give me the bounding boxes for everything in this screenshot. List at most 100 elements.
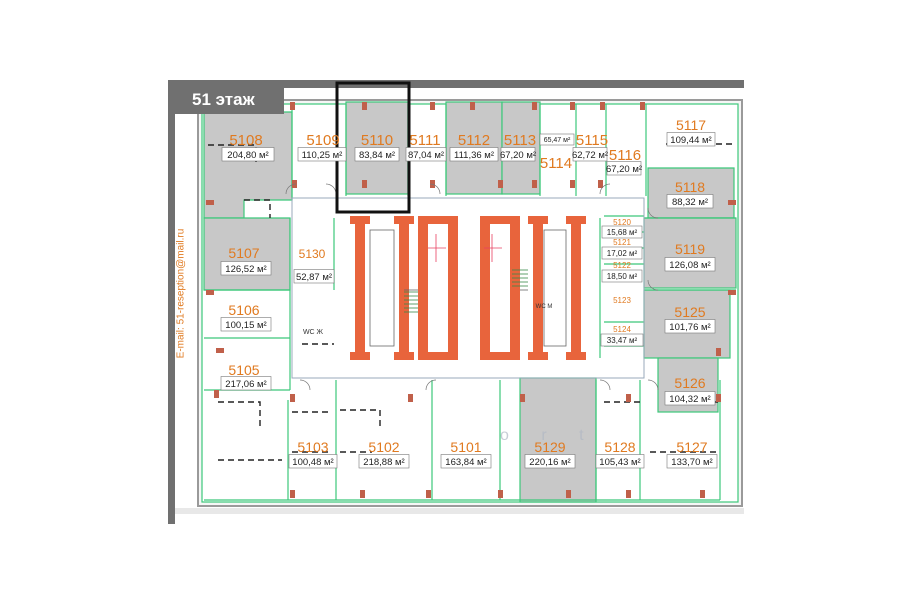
email-text: E-mail: 51-reseption@mail.ru [175,228,187,359]
watermark: o r t [500,427,598,444]
unit-area-box-5109 [297,147,347,162]
unit-area-5114: 65,47 м² [544,137,571,144]
unit-number-5106: 5106 [228,302,259,318]
frame-top-bar [168,80,744,88]
unit-number-5110: 5110 [361,132,393,149]
unit-area-5124: 33,47 м² [607,336,638,345]
unit-area-box-5111 [405,147,447,162]
unit-area-box-5120 [601,225,643,239]
unit-area-box-5127 [666,454,718,469]
unit-number-5122: 5122 [613,261,631,270]
unit-number-5114: 5114 [540,155,572,172]
unit-area-5109: 110,25 м² [302,150,343,161]
unit-area-5115: 62,72 м² [572,150,608,161]
unit-area-box-5125 [664,319,716,334]
frame-bottom-bar [175,508,744,514]
unit-number-5125: 5125 [674,304,705,320]
unit-area-5121: 17,02 м² [607,249,638,258]
unit-area-box-5102 [358,454,410,469]
unit-area-5128: 105,43 м² [599,457,640,468]
unit-area-box-5113 [500,147,536,162]
unit-number-5102: 5102 [368,439,399,455]
unit-number-5121: 5121 [613,238,631,247]
unit-number-5116: 5116 [609,147,641,164]
unit-area-box-5116 [606,161,642,176]
unit-area-5119: 126,08 м² [669,260,710,271]
unit-area-5113: 67,20 м² [500,150,536,161]
wc-label: WC Ж [303,329,324,336]
core-details [369,229,567,347]
unit-number-5124: 5124 [613,325,631,334]
unit-area-5110: 83,84 м² [359,150,395,161]
unit-number-5118: 5118 [675,179,705,195]
unit-area-5102: 218,88 м² [363,457,404,468]
unit-number-5107: 5107 [228,245,259,261]
floor-label: 51 этаж [172,86,284,114]
unit-area-box-5128 [595,454,645,469]
unit-number-5120: 5120 [613,218,631,227]
unit-area-box-5126 [664,391,716,406]
unit-area-5111: 87,04 м² [408,150,444,161]
unit-area-box-5110 [354,147,400,162]
unit-area-box-5101 [440,454,492,469]
unit-number-5101: 5101 [450,439,481,455]
unit-area-5112: 111,36 м² [454,150,494,161]
unit-number-5113: 5113 [504,132,536,149]
unit-area-box-5122 [601,269,643,283]
wc-label: WC М [536,304,553,310]
unit-area-5101: 163,84 м² [445,457,486,468]
unit-area-box-5105 [220,376,272,391]
unit-area-box-5108 [221,147,275,162]
area-5119 [643,217,737,289]
perimeter-posts [206,102,736,498]
frame-left-bar [168,80,175,524]
unit-number-5126: 5126 [674,375,705,391]
unit-area-box-5119 [664,257,716,272]
unit-number-5111: 5111 [409,132,440,149]
core-columns [350,216,586,360]
unit-area-box-5103 [288,454,338,469]
unit-number-5103: 5103 [297,439,328,455]
unit-area-5117: 109,44 м² [670,135,711,146]
unit-number-5127: 5127 [676,439,707,455]
unit-area-5122: 18,50 м² [607,272,638,281]
unit-area-5118: 88,32 м² [672,197,708,208]
unit-number-5129: 5129 [534,439,565,455]
unit-area-box-5130 [293,269,335,284]
unit-area-5103: 100,48 м² [292,457,333,468]
unit-area-box-5112 [449,147,499,162]
stairs [404,269,528,313]
unit-area-5125: 101,76 м² [669,322,710,333]
unit-number-5105: 5105 [228,362,259,378]
unit-area-5106: 100,15 м² [225,320,266,331]
unit-number-5109: 5109 [306,132,339,149]
unit-area-5120: 15,68 м² [607,228,638,237]
unit-number-5119: 5119 [675,241,705,257]
unit-area-5129: 220,16 м² [529,457,570,468]
unit-area-5127: 133,70 м² [671,457,712,468]
unit-area-5116: 67,20 м² [606,164,642,175]
unit-area-box-5115 [572,147,608,162]
unit-area-5130: 52,87 м² [296,272,332,283]
unit-number-5112: 5112 [458,132,490,149]
unit-number-5128: 5128 [604,439,635,455]
unit-number-5115: 5115 [576,132,608,149]
unit-number-5130: 5130 [299,247,326,261]
unit-area-box-5117 [666,132,716,147]
unit-number-5123: 5123 [613,296,631,305]
unit-number-5117: 5117 [676,117,706,133]
unit-area-box-5118 [666,194,714,209]
unit-area-box-5129 [524,454,576,469]
unit-area-5107: 126,52 м² [225,264,266,275]
unit-area-box-5121 [601,246,643,260]
unit-area-box-5106 [220,317,272,332]
unit-number-5108: 5108 [229,132,262,149]
unit-area-box-5114 [539,133,575,146]
unit-area-box-5124 [600,333,644,347]
unit-area-5108: 204,80 м² [227,150,268,161]
corridor [291,197,645,379]
unit-area-box-5107 [220,261,272,276]
